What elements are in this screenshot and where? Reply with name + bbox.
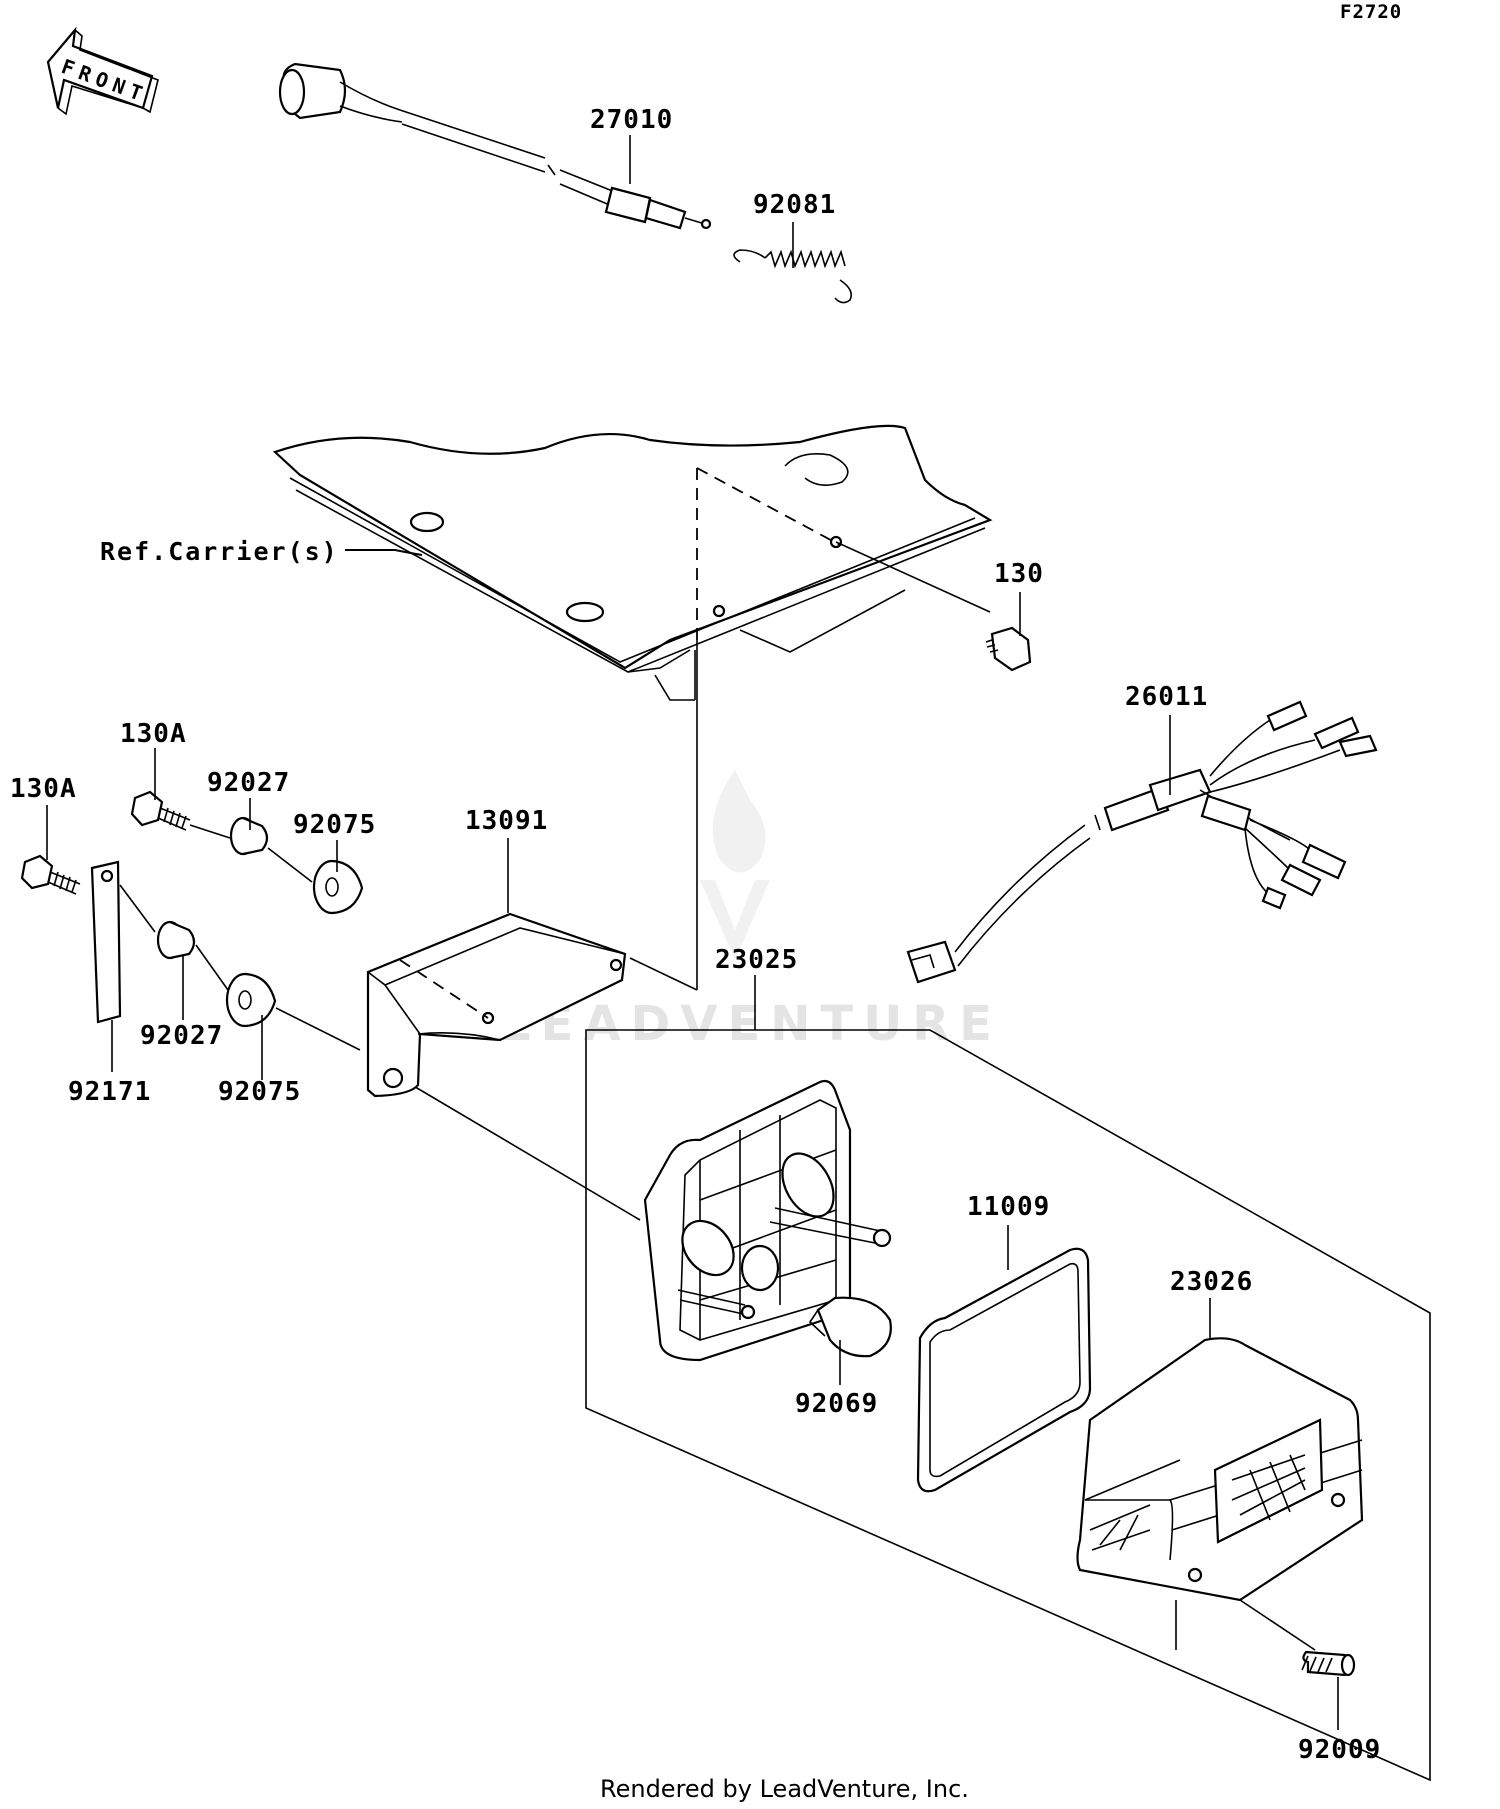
ref-carrier-label: Ref.Carrier(s) [100, 537, 339, 566]
part-27010-cable [278, 62, 712, 230]
part-23025-housing [643, 1079, 892, 1362]
callout-92075-lower: 92075 [218, 1077, 301, 1107]
part-92027-upper-collar [229, 816, 269, 856]
callout-92075-upper: 92075 [293, 810, 376, 840]
callout-11009: 11009 [967, 1192, 1050, 1222]
part-26011-harness [906, 700, 1378, 984]
watermark: LEADVENTURE [500, 770, 1002, 1052]
callout-23026: 23026 [1170, 1267, 1253, 1297]
callout-92171: 92171 [68, 1077, 151, 1107]
callout-92027-upper: 92027 [207, 768, 290, 798]
callout-92009: 92009 [1298, 1735, 1381, 1765]
footer-credit: Rendered by LeadVenture, Inc. [600, 1775, 969, 1803]
front-arrow: FRONT [46, 26, 159, 116]
assembly-23025-outline [585, 1005, 1431, 1782]
watermark-text: LEADVENTURE [500, 996, 1002, 1052]
callout-labels: 27010 92081 130 26011 130A 130A 92027 92… [10, 105, 1381, 1765]
callout-92027-lower: 92027 [140, 1021, 223, 1051]
part-13091-bracket [366, 912, 627, 1098]
part-92069-bulb [808, 1296, 892, 1358]
callout-26011: 26011 [1125, 682, 1208, 712]
part-11009-gasket [916, 1247, 1092, 1493]
callout-130: 130 [994, 559, 1044, 589]
part-92009-screw [1239, 1599, 1356, 1677]
part-92171-strap [90, 860, 122, 1024]
part-92027-lower-collar [156, 920, 196, 960]
callout-13091: 13091 [465, 806, 548, 836]
part-130A-upper-bolt [130, 790, 191, 831]
leadventure-logo-icon [700, 770, 770, 960]
carrier-plate: Ref.Carrier(s) [100, 424, 993, 991]
part-92081-spring [733, 249, 853, 304]
callout-23025: 23025 [715, 945, 798, 975]
callout-130A-lower: 130A [10, 774, 77, 804]
callout-92081: 92081 [753, 190, 836, 220]
callout-130A-upper: 130A [120, 719, 187, 749]
part-130A-lower-bolt [20, 854, 81, 895]
part-92075-upper-grommet [312, 859, 364, 915]
callout-leaders [46, 135, 1339, 1730]
callout-92069: 92069 [795, 1389, 878, 1419]
part-130-bolt [985, 626, 1032, 672]
callout-27010: 27010 [590, 105, 673, 135]
diagram-code: F2720 [1340, 1, 1402, 23]
part-92075-lower-grommet [225, 972, 277, 1028]
part-23026-lens [1076, 1337, 1364, 1650]
